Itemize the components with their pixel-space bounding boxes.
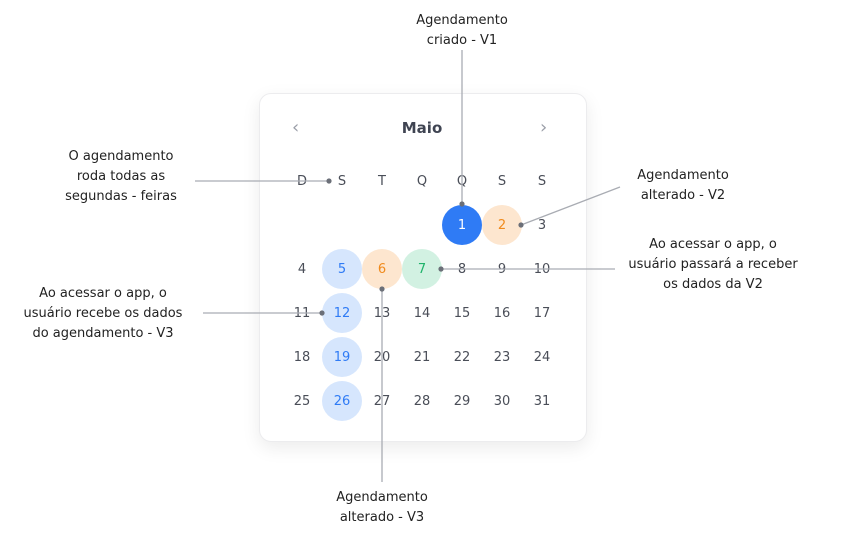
day-cell[interactable]: 23 <box>493 349 511 365</box>
note-app-v2: Ao acessar o app, o usuário passará a re… <box>618 235 808 295</box>
day-cell[interactable]: 4 <box>297 261 307 277</box>
day-cell[interactable]: 15 <box>453 305 471 321</box>
month-title: Maio <box>401 119 443 137</box>
day-cell[interactable]: 30 <box>493 393 511 409</box>
prev-month-button[interactable]: ‹ <box>292 117 300 138</box>
note-line: segundas - feiras <box>65 189 177 204</box>
note-line: do agendamento - V3 <box>32 326 174 341</box>
weekday-label: S <box>537 173 547 189</box>
day-cell[interactable]: 21 <box>413 349 431 365</box>
weekday-label: S <box>497 173 507 189</box>
day-cell[interactable]: 16 <box>493 305 511 321</box>
note-line: usuário passará a receber <box>628 257 798 272</box>
day-cell[interactable]: 6 <box>362 249 402 289</box>
day-cell[interactable]: 7 <box>402 249 442 289</box>
note-line: O agendamento <box>68 149 174 164</box>
day-cell[interactable]: 12 <box>322 293 362 333</box>
note-app-v3: Ao acessar o app, o usuário recebe os da… <box>8 284 198 344</box>
day-cell[interactable]: 1 <box>442 205 482 245</box>
note-line: Ao acessar o app, o <box>649 237 777 252</box>
note-line: roda todas as <box>76 169 166 184</box>
note-line: usuário recebe os dados <box>23 306 183 321</box>
note-line: alterado - V2 <box>640 188 726 203</box>
note-changed-v2: Agendamento alterado - V2 <box>622 166 744 206</box>
weekday-label: T <box>378 173 386 189</box>
day-cell[interactable]: 17 <box>533 305 551 321</box>
note-line: Agendamento <box>416 13 508 28</box>
day-cell[interactable]: 31 <box>533 393 551 409</box>
weekday-label: S <box>337 173 347 189</box>
day-cell[interactable]: 14 <box>413 305 431 321</box>
note-weekly-monday: O agendamento roda todas as segundas - f… <box>50 147 192 207</box>
day-cell[interactable]: 26 <box>322 381 362 421</box>
note-line: criado - V1 <box>426 33 498 48</box>
dot-created-v1 <box>459 201 465 207</box>
day-cell[interactable]: 29 <box>453 393 471 409</box>
note-line: Agendamento <box>637 168 729 183</box>
note-created-v1: Agendamento criado - V1 <box>403 11 521 51</box>
dot-changed-v3 <box>379 286 385 292</box>
line-changed-v2 <box>520 186 621 226</box>
dot-app-v3 <box>319 310 325 316</box>
note-line: os dados da V2 <box>663 277 763 292</box>
dot-weekly <box>326 178 332 184</box>
note-line: alterado - V3 <box>339 510 425 525</box>
day-cell[interactable]: 2 <box>482 205 522 245</box>
day-cell[interactable]: 24 <box>533 349 551 365</box>
day-cell[interactable]: 22 <box>453 349 471 365</box>
day-cell[interactable]: 28 <box>413 393 431 409</box>
weekday-label: Q <box>416 173 428 189</box>
next-month-button[interactable]: › <box>540 117 548 138</box>
note-line: Ao acessar o app, o <box>39 286 167 301</box>
dot-changed-v2 <box>518 222 524 228</box>
note-changed-v3: Agendamento alterado - V3 <box>322 488 442 528</box>
day-cell[interactable]: 5 <box>322 249 362 289</box>
note-line: Agendamento <box>336 490 428 505</box>
day-cell[interactable]: 19 <box>322 337 362 377</box>
day-cell[interactable]: 3 <box>537 217 547 233</box>
dot-app-v2 <box>438 266 444 272</box>
day-cell[interactable]: 18 <box>293 349 311 365</box>
day-cell[interactable]: 25 <box>293 393 311 409</box>
